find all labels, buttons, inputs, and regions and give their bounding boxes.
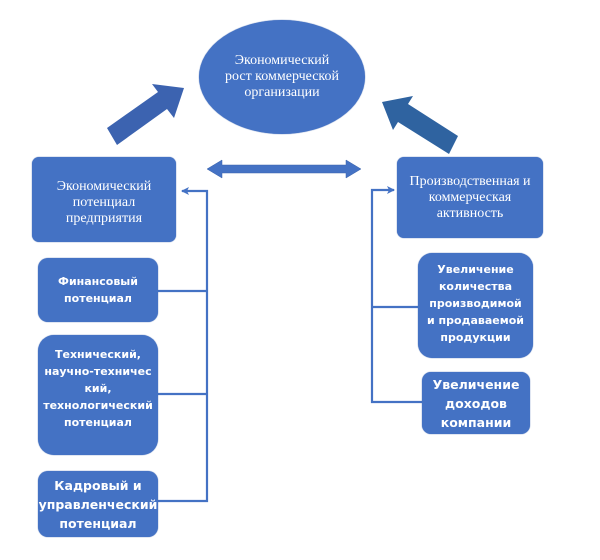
right-branch-title-box: Производственная и коммерческая активнос… [397,157,543,238]
left-item-label: Финансовый потенциал [58,275,138,305]
right-item-production: Увеличение количества производимой и про… [418,253,533,358]
left-item-label: Технический, научно-техничес кий, технол… [43,347,153,429]
left-item-technical: Технический, научно-техничес кий, технол… [38,335,158,455]
double-arrow-between-branches [206,159,362,179]
left-branch-title: Экономический потенциал предприятия [56,178,152,226]
right-connector-tree [370,186,422,404]
block-arrow-right-to-goal [382,96,458,154]
block-arrow-left-to-goal [107,84,184,145]
right-branch-title: Производственная и коммерческая активнос… [409,173,531,221]
goal-label: Экономический рост коммерческой организа… [225,53,339,100]
left-item-label: Кадровый и управленческий потенциал [38,477,158,531]
right-item-income: Увеличение доходов компании [422,372,530,434]
right-item-label: Увеличение доходов компании [432,376,520,430]
left-item-financial: Финансовый потенциал [38,258,158,322]
goal-ellipse: Экономический рост коммерческой организа… [199,20,365,134]
left-item-personnel: Кадровый и управленческий потенциал [38,471,158,537]
right-item-label: Увеличение количества производимой и про… [427,263,524,344]
left-connector-tree [158,187,209,503]
left-branch-title-box: Экономический потенциал предприятия [32,157,176,242]
